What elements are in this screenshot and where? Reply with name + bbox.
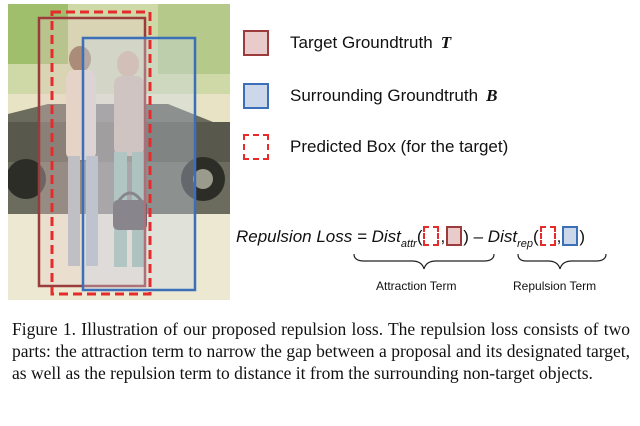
term-braces [353,253,607,270]
surrounding-groundtruth-box [81,36,197,292]
formula-predicted-box-icon-2 [539,226,556,246]
formula-attr-dist: Dist [371,227,401,246]
legend-predicted-label: Predicted Box (for the target) [290,137,509,156]
legend-predicted: Predicted Box (for the target) [290,137,508,157]
formula-open-paren: ( [416,227,423,246]
repulsion-loss-formula: Repulsion Loss = Distattr(,) – Distrep(,… [236,226,636,254]
surrounding-swatch [243,83,269,109]
predicted-swatch [243,134,269,160]
predicted-box [50,10,152,296]
figure-caption: Figure 1. Illustration of our proposed r… [12,319,630,383]
attraction-term-label: Attraction Term [376,279,457,293]
formula-comma-2: , [556,227,562,246]
attraction-brace [353,253,495,270]
target-swatch [243,30,269,56]
legend-target: Target Groundtruth T [290,33,451,53]
repulsion-term-label: Repulsion Term [513,279,597,293]
formula-lhs: Repulsion Loss = [236,227,372,246]
formula-surrounding-box-icon [562,226,579,246]
legend-target-label: Target Groundtruth [290,33,433,52]
street-photo [8,4,230,300]
legend-surrounding-symbol: B [486,86,498,105]
formula-open-paren-2: ( [532,227,539,246]
formula-minus: – [468,227,488,246]
legend-surrounding: Surrounding Groundtruth B [290,86,497,106]
legend-target-symbol: T [440,33,452,52]
legend-surrounding-label: Surrounding Groundtruth [290,86,479,105]
formula-attr-sub: attr [400,238,417,250]
pedestrian-illustration [8,4,230,300]
formula-target-box-icon [446,226,463,246]
target-groundtruth-box [37,16,147,288]
formula-rep-sub: rep [517,238,533,250]
formula-predicted-box-icon [423,226,440,246]
formula-close-paren-2: ) [579,227,586,246]
formula-comma: , [440,227,446,246]
formula-rep-dist: Dist [487,227,518,246]
repulsion-brace [517,253,607,270]
formula-close-paren: ) [463,227,469,246]
